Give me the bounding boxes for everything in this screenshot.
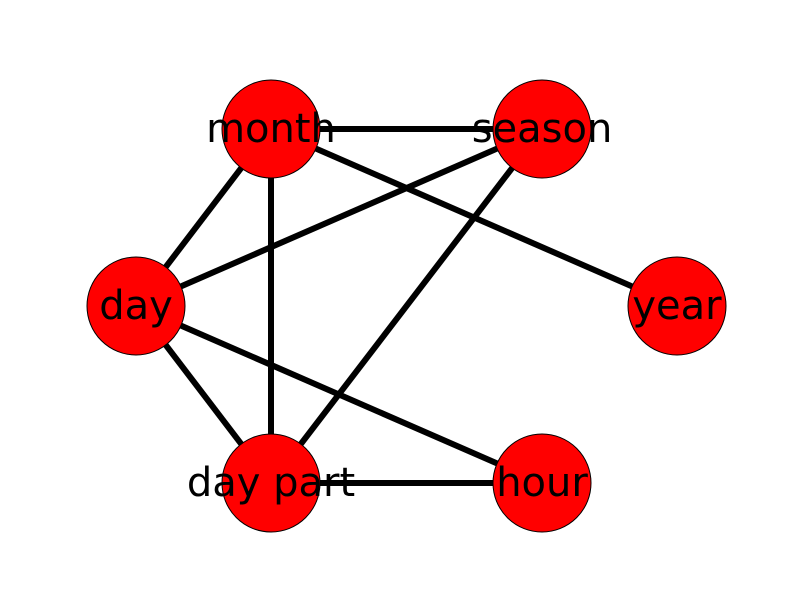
node-label: year xyxy=(632,283,722,329)
node-day-part: day part xyxy=(187,433,355,533)
edges-layer xyxy=(133,126,679,486)
edge-season-day xyxy=(134,126,544,309)
node-season: season xyxy=(472,79,613,179)
node-circle xyxy=(221,433,321,533)
node-circle xyxy=(627,256,727,356)
node-year: year xyxy=(627,256,727,356)
edge-day-hour xyxy=(134,303,544,486)
node-circle xyxy=(492,433,592,533)
node-day: day xyxy=(86,256,186,356)
node-circle xyxy=(86,256,186,356)
node-circle xyxy=(221,79,321,179)
node-label: season xyxy=(472,106,613,152)
node-hour: hour xyxy=(492,433,592,533)
node-label: hour xyxy=(496,460,588,506)
edge-season-day-part xyxy=(268,127,545,485)
node-circle xyxy=(492,79,592,179)
node-month: month xyxy=(206,79,336,179)
node-label: month xyxy=(206,106,336,152)
node-label: day xyxy=(99,283,173,329)
node-label: day part xyxy=(187,460,355,506)
nodes-layer: month season day year day part hour xyxy=(86,79,727,533)
